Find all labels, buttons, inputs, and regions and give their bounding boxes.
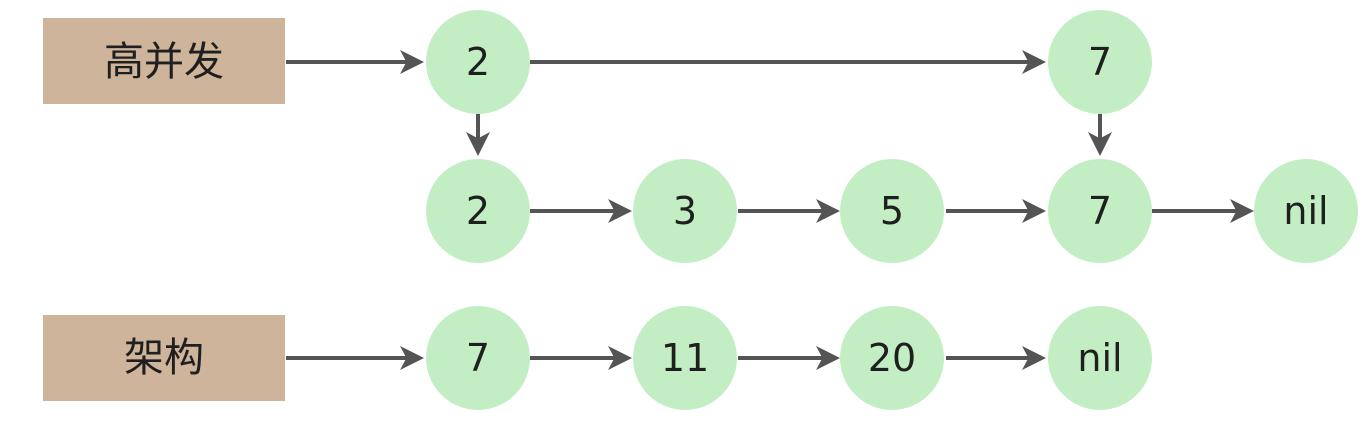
node-value: 3 [673,189,697,233]
label-text: 架构 [124,335,204,381]
node-base-nil: nil [1254,159,1358,263]
label-text: 高并发 [104,39,224,85]
node-circle [840,306,944,410]
node-index-7: 7 [1048,10,1152,114]
node-value: 7 [1088,40,1112,84]
node-circle [633,306,737,410]
node-value: 7 [466,336,490,380]
label-box [43,18,285,104]
node-base-7: 7 [1048,159,1152,263]
node-value: 2 [466,40,490,84]
node-circle [426,10,530,114]
node-jiagou-nil: nil [1048,306,1152,410]
node-circle [633,159,737,263]
node-jiagou-11: 11 [633,306,737,410]
node-index-2: 2 [426,10,530,114]
node-value: nil [1077,336,1122,380]
node-circle [1048,159,1152,263]
node-base-3: 3 [633,159,737,263]
node-jiagou-20: 20 [840,306,944,410]
node-base-5: 5 [840,159,944,263]
node-value: nil [1283,189,1328,233]
node-circle [426,159,530,263]
node-value: 5 [880,189,904,233]
node-circle [840,159,944,263]
node-circle [1254,159,1358,263]
label-box [43,315,285,401]
node-jiagou-7: 7 [426,306,530,410]
list-label-gaobingfa: 高并发 [43,18,285,104]
node-circle [426,306,530,410]
node-value: 2 [466,189,490,233]
node-base-2: 2 [426,159,530,263]
node-circle [1048,10,1152,114]
node-circle [1048,306,1152,410]
arrows [286,50,1254,370]
node-value: 20 [868,336,916,380]
list-label-jiagou: 架构 [43,315,285,401]
node-value: 7 [1088,189,1112,233]
node-value: 11 [661,336,709,380]
